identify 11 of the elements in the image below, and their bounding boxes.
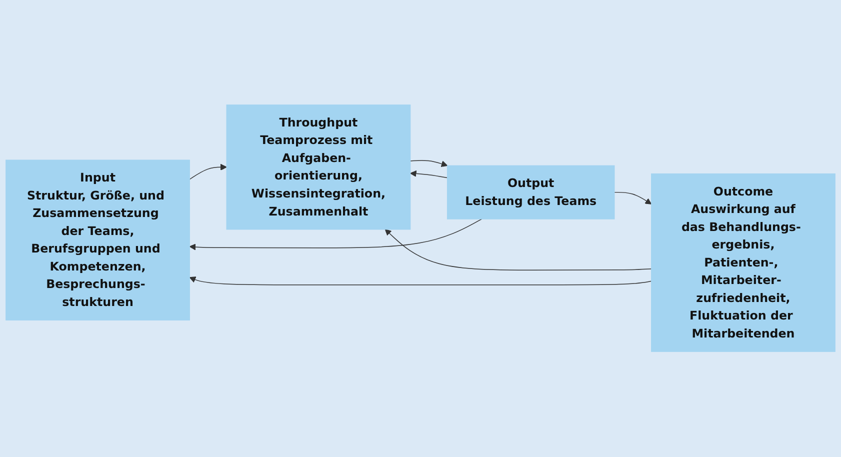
arrow: [384, 229, 652, 271]
arrow: [614, 192, 652, 205]
node-box: Outcome Auswirkung auf das Behandlungs- ergebnis, Patienten-, Mitarbeiter- zufriedenheit, Fluktuation der Mitarbeitenden: [651, 174, 836, 352]
arrow: [189, 218, 482, 250]
arrow: [410, 160, 448, 168]
node-box: Throughput Teamprozess mit Aufgaben- orientierung, Wissensintegration, Zusammenhalt: [226, 104, 411, 230]
node-box: Output Leistung des Teams: [446, 166, 615, 220]
arrow: [410, 170, 448, 178]
node-box: Input Struktur, Größe, und Zusammensetzung der Teams, Berufsgruppen und Kompetenzen, Besprechungs- strukturen: [6, 160, 190, 321]
arrow: [189, 164, 227, 180]
arrow: [189, 276, 652, 286]
